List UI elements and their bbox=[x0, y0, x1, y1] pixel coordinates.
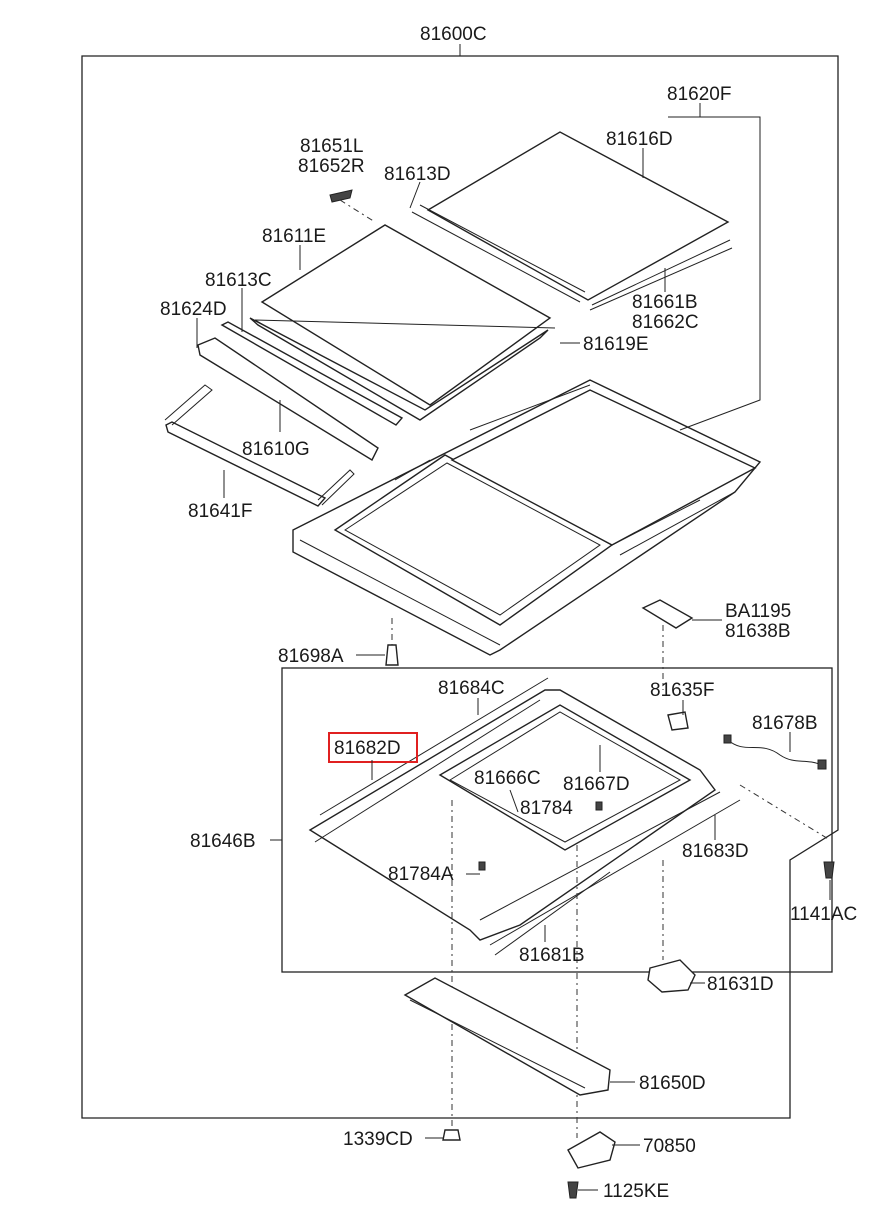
weatherstrip-front bbox=[220, 321, 404, 426]
label-81624d[interactable]: 81624D bbox=[160, 299, 227, 320]
label-81662c[interactable]: 81662C bbox=[632, 312, 699, 333]
label-81638b[interactable]: 81638B bbox=[725, 621, 791, 642]
frame-assembly-box bbox=[281, 667, 833, 973]
label-81646b[interactable]: 81646B bbox=[190, 831, 256, 852]
part-labels: 81600C 81620F 81616D 81651L 81652R 81613… bbox=[160, 24, 857, 1202]
label-81661b[interactable]: 81661B bbox=[632, 292, 698, 313]
label-81613d[interactable]: 81613D bbox=[384, 164, 451, 185]
wind-deflector bbox=[164, 384, 355, 507]
label-70850[interactable]: 70850 bbox=[643, 1136, 696, 1157]
label-81619e[interactable]: 81619E bbox=[583, 334, 649, 355]
roof-panel bbox=[292, 379, 762, 656]
bolt-81784a bbox=[478, 861, 486, 871]
label-1339cd[interactable]: 1339CD bbox=[343, 1129, 413, 1150]
label-81684c[interactable]: 81684C bbox=[438, 678, 505, 699]
label-81613c[interactable]: 81613C bbox=[205, 270, 272, 291]
motor bbox=[647, 959, 696, 993]
assembly-frame bbox=[81, 55, 839, 1119]
nut bbox=[442, 1129, 461, 1141]
label-81651l[interactable]: 81651L bbox=[300, 136, 363, 157]
screw-b bbox=[567, 1181, 579, 1199]
label-ba1195[interactable]: BA1195 bbox=[725, 601, 791, 622]
label-81631d[interactable]: 81631D bbox=[707, 974, 774, 995]
label-81600c[interactable]: 81600C bbox=[420, 24, 487, 45]
label-81681b[interactable]: 81681B bbox=[519, 945, 585, 966]
highlight-box bbox=[328, 732, 418, 763]
drain-hose bbox=[385, 644, 399, 666]
label-81683d[interactable]: 81683D bbox=[682, 841, 749, 862]
label-81784[interactable]: 81784 bbox=[520, 798, 573, 819]
label-81620f[interactable]: 81620F bbox=[667, 84, 731, 105]
label-81616d[interactable]: 81616D bbox=[606, 129, 673, 150]
sunroof-frame bbox=[308, 677, 741, 956]
rear-glass bbox=[411, 131, 733, 311]
label-81635f[interactable]: 81635F bbox=[650, 680, 714, 701]
label-81698a[interactable]: 81698A bbox=[278, 646, 344, 667]
leader-lines bbox=[196, 103, 831, 1191]
label-1125ke[interactable]: 1125KE bbox=[603, 1181, 669, 1202]
label-81652r[interactable]: 81652R bbox=[298, 156, 365, 177]
label-81667d[interactable]: 81667D bbox=[563, 774, 630, 795]
deflector bbox=[197, 337, 379, 461]
harness bbox=[727, 739, 823, 766]
lower-bracket bbox=[403, 977, 611, 1096]
label-1141ac[interactable]: 1141AC bbox=[790, 904, 857, 925]
label-81678b[interactable]: 81678B bbox=[752, 713, 818, 734]
label-81610g[interactable]: 81610G bbox=[242, 439, 310, 460]
clip bbox=[329, 189, 353, 203]
label-81784a[interactable]: 81784A bbox=[388, 864, 454, 885]
screw-1141ac bbox=[823, 861, 835, 879]
label-81641f[interactable]: 81641F bbox=[188, 501, 252, 522]
label-81666c[interactable]: 81666C bbox=[474, 768, 541, 789]
bracket-ba1195 bbox=[641, 599, 694, 629]
label-81611e[interactable]: 81611E bbox=[262, 226, 326, 247]
front-glass bbox=[249, 224, 556, 421]
bolt-81784 bbox=[595, 801, 603, 811]
cover bbox=[567, 1131, 616, 1169]
label-81650d[interactable]: 81650D bbox=[639, 1073, 706, 1094]
label-81682d[interactable]: 81682D bbox=[334, 738, 401, 759]
switch bbox=[667, 711, 689, 731]
